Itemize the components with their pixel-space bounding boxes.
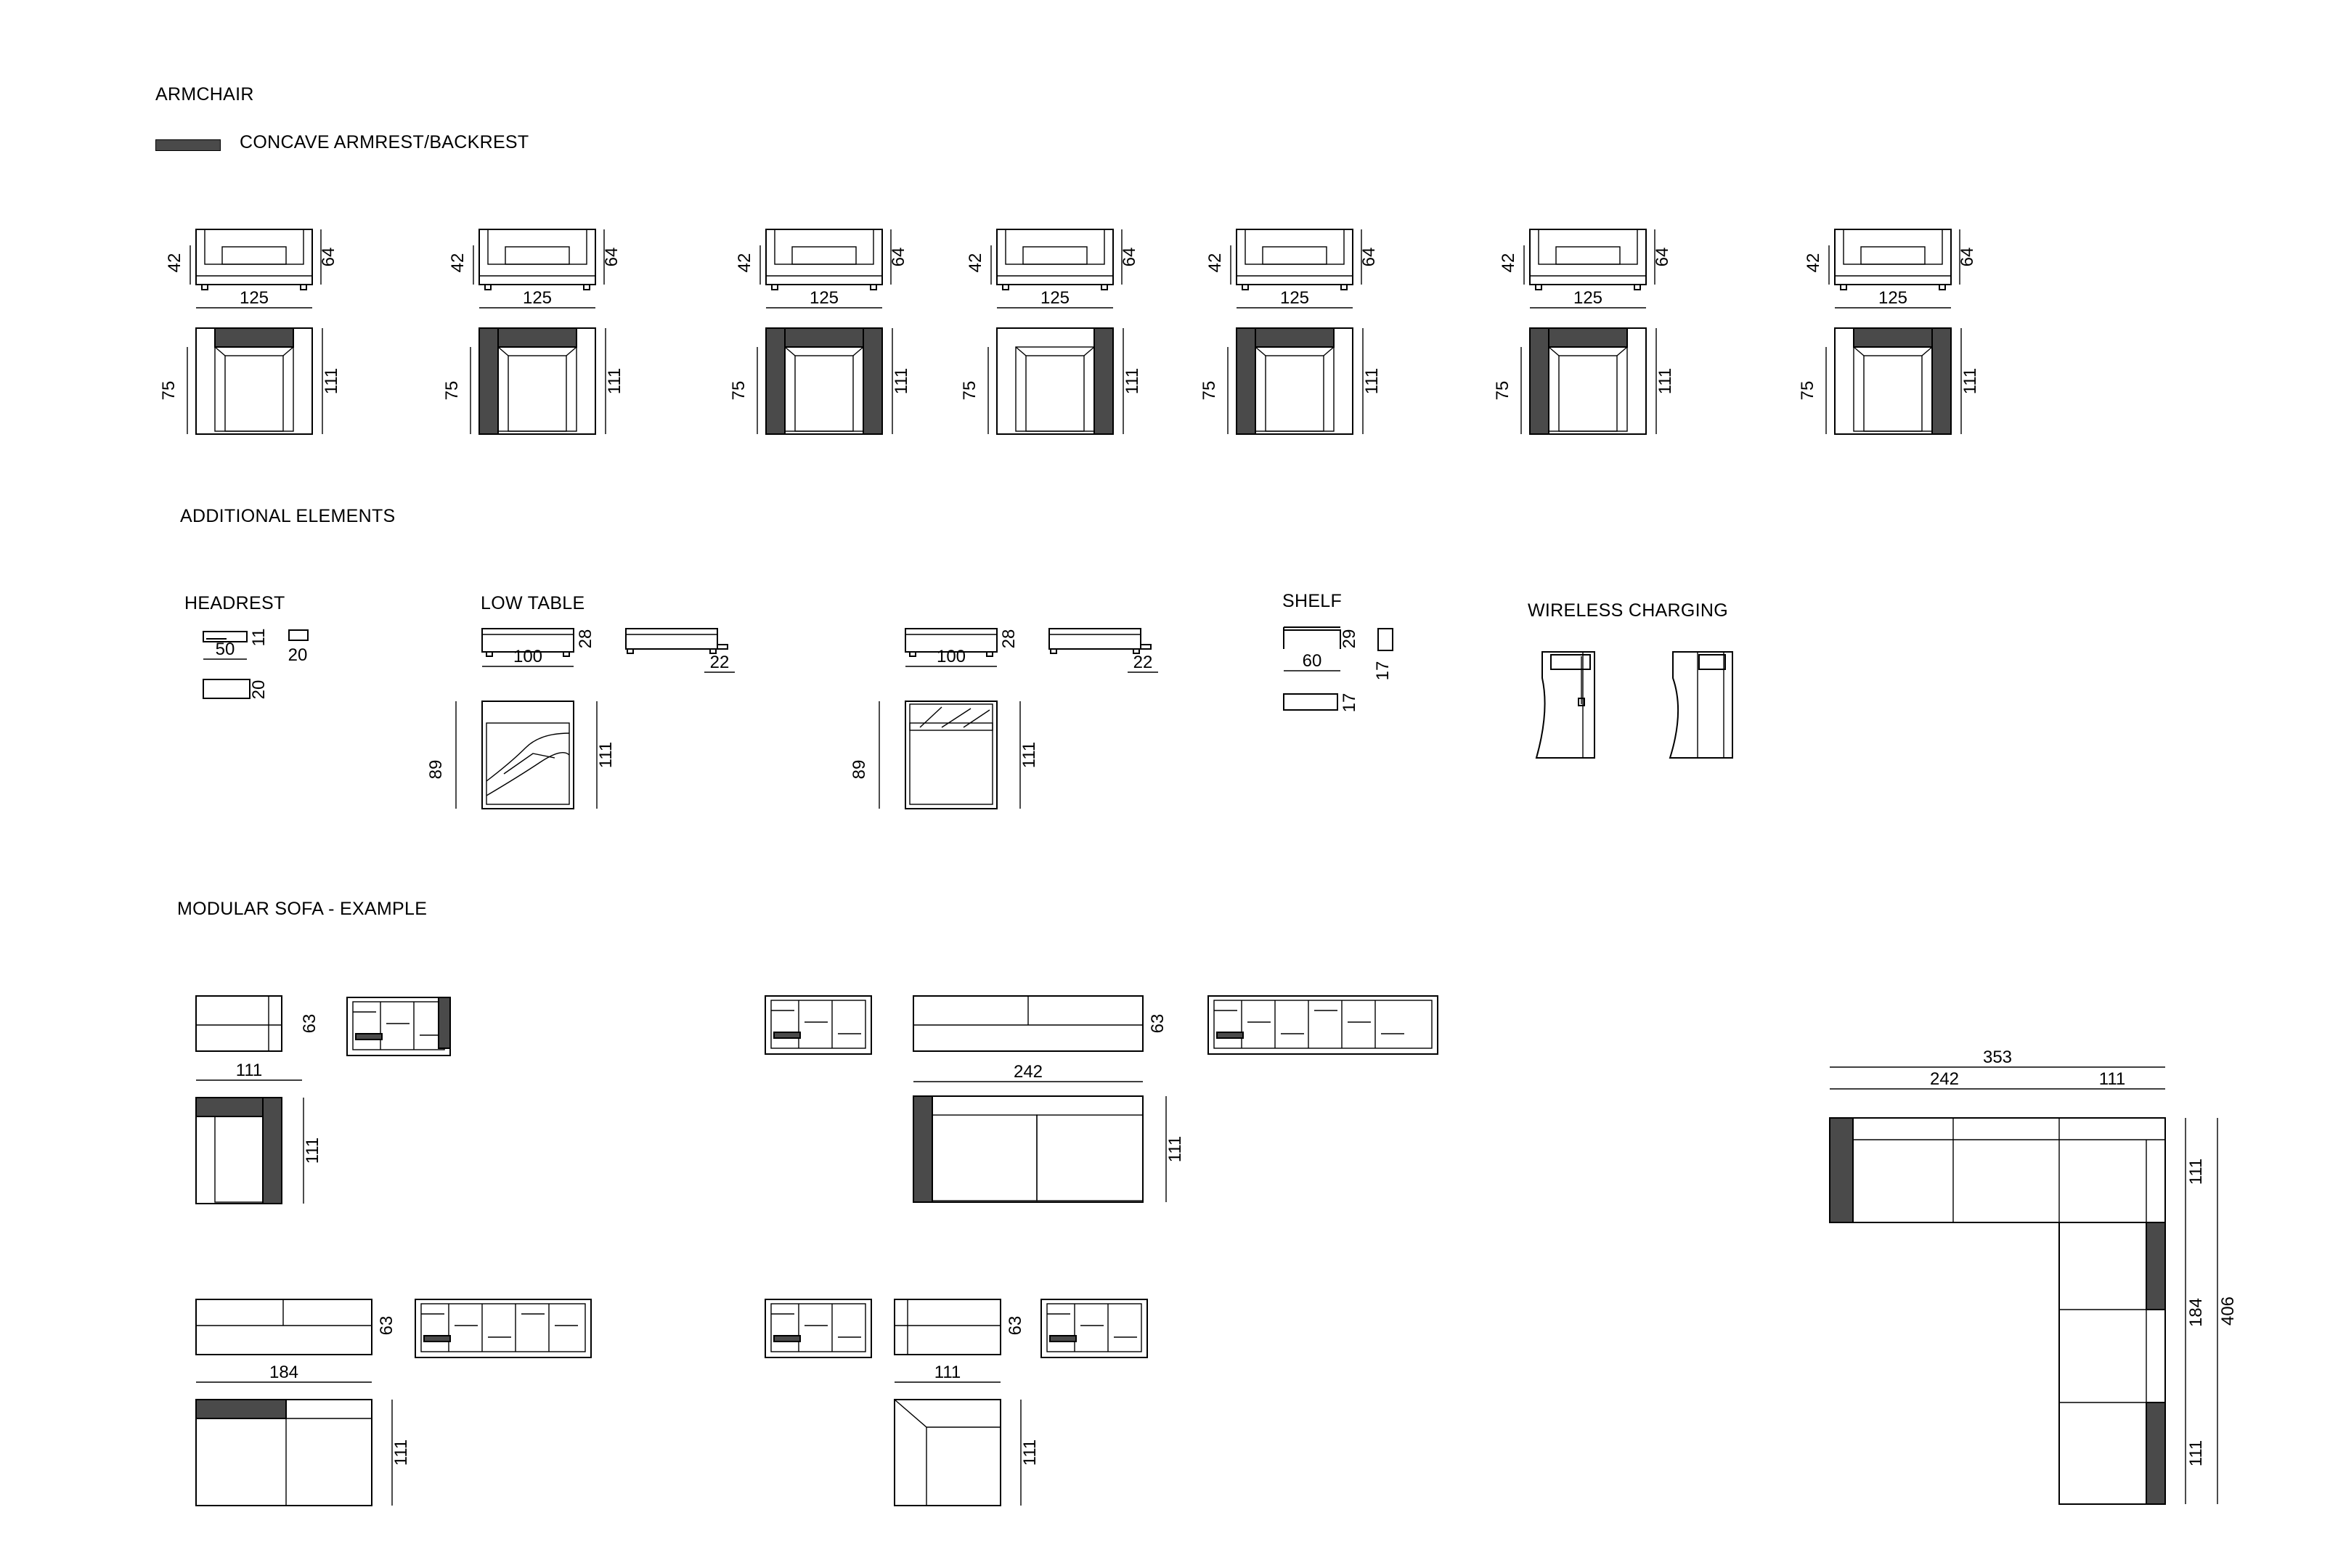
dimension-label: 42 — [165, 253, 184, 273]
dimension-label: 42 — [1804, 253, 1823, 273]
section-title-modular: MODULAR SOFA - EXAMPLE — [177, 899, 428, 919]
dimension-label: 42 — [966, 253, 985, 273]
wireless-charging-title: WIRELESS CHARGING — [1528, 600, 1728, 621]
dimension-label: 242 — [1930, 1069, 1959, 1089]
dimension-label: 50 — [216, 640, 235, 659]
dimension-label: 28 — [576, 629, 595, 649]
armchair-back-right: 64 42 125 111 75 — [1798, 229, 1980, 435]
dimension-label: 111 — [1123, 368, 1142, 394]
dimension-label: 64 — [889, 248, 908, 267]
dimension-label: 20 — [288, 645, 308, 665]
dimension-label: 111 — [2099, 1069, 2125, 1089]
low-table-b: 28 100 22 111 89 — [850, 628, 1158, 809]
modular-corner-module: 63 111 111 — [195, 995, 451, 1204]
dimension-label: 75 — [1798, 381, 1817, 401]
legend-label: CONCAVE ARMREST/BACKREST — [240, 132, 529, 152]
dimension-label: 63 — [300, 1014, 319, 1034]
concave-legend-swatch — [155, 139, 221, 151]
dimension-label: 111 — [322, 368, 341, 394]
dimension-label: 75 — [442, 381, 462, 401]
dimension-label: 125 — [523, 288, 552, 308]
dimension-label: 63 — [1006, 1316, 1025, 1336]
headrest-title: HEADREST — [184, 593, 285, 613]
dimension-label: 75 — [960, 381, 979, 401]
dimension-label: 111 — [605, 368, 624, 394]
dimension-label: 111 — [1960, 368, 1980, 394]
dimension-label: 184 — [2186, 1298, 2206, 1327]
armchair-back-only: 64 42 125 111 75 — [159, 229, 341, 435]
low-table-a: 28 100 22 111 89 — [426, 628, 735, 809]
armchair-left-back-short: 64 42 125 111 75 — [1493, 229, 1675, 435]
dimension-label: 125 — [1573, 288, 1602, 308]
dimension-label: 29 — [1340, 629, 1359, 649]
dimension-label: 42 — [1499, 253, 1518, 273]
dimension-label: 42 — [448, 253, 468, 273]
dimension-label: 242 — [1014, 1062, 1043, 1082]
dimension-label: 17 — [1373, 661, 1393, 681]
armchair-three-sides: 64 42 125 111 75 — [729, 229, 911, 435]
armchair-back-left-b: 64 42 125 111 75 — [1199, 229, 1382, 435]
dimension-label: 89 — [426, 760, 446, 780]
dimension-label: 64 — [1958, 248, 1977, 267]
section-title-armchair: ARMCHAIR — [155, 84, 254, 105]
dimension-label: 111 — [1362, 368, 1382, 394]
dimension-label: 11 — [249, 629, 269, 647]
dimension-label: 111 — [2186, 1440, 2206, 1466]
wireless-charging-drawing — [1535, 651, 1733, 759]
dimension-label: 125 — [810, 288, 839, 308]
low-table-title: LOW TABLE — [481, 593, 585, 613]
dimension-label: 111 — [2186, 1159, 2206, 1185]
section-title-additional: ADDITIONAL ELEMENTS — [180, 506, 396, 526]
dimension-label: 60 — [1303, 651, 1322, 671]
dimension-label: 64 — [1359, 248, 1379, 267]
dimension-label: 75 — [729, 381, 749, 401]
dimension-label: 64 — [1120, 248, 1139, 267]
dimension-label: 406 — [2218, 1297, 2238, 1326]
shelf-title: SHELF — [1282, 591, 1343, 611]
modular-sofa-184: 63 184 111 — [195, 1299, 592, 1506]
dimension-label: 20 — [249, 680, 269, 700]
dimension-label: 111 — [236, 1061, 262, 1080]
dimension-label: 111 — [934, 1363, 961, 1382]
dimension-label: 184 — [269, 1363, 298, 1382]
dimension-label: 125 — [1878, 288, 1907, 308]
dimension-label: 100 — [937, 647, 966, 666]
dimension-label: 75 — [1493, 381, 1512, 401]
dimension-label: 125 — [1040, 288, 1070, 308]
armchair-right-only: 64 42 125 111 75 — [960, 229, 1142, 435]
dimension-label: 42 — [1205, 253, 1225, 273]
dimension-label: 63 — [377, 1316, 396, 1336]
dimension-label: 64 — [1653, 248, 1672, 267]
dimension-label: 64 — [602, 248, 622, 267]
dimension-label: 63 — [1148, 1014, 1168, 1034]
dimension-label: 125 — [240, 288, 269, 308]
modular-l-shape-plan: 353 242 111 111 184 111 406 — [1829, 1048, 2238, 1505]
dimension-label: 75 — [159, 381, 179, 401]
dimension-label: 111 — [1019, 742, 1039, 768]
dimension-label: 353 — [1983, 1048, 2012, 1067]
dimension-label: 28 — [999, 629, 1019, 649]
headrest-drawing: 50 11 20 20 — [203, 629, 309, 700]
dimension-label: 125 — [1280, 288, 1309, 308]
dimension-label: 89 — [850, 760, 869, 780]
armchair-back-left: 64 42 125 111 75 — [442, 229, 624, 435]
shelf-drawing: 29 60 17 17 — [1283, 626, 1393, 713]
dimension-label: 111 — [1020, 1440, 1040, 1466]
modular-end-module: 63 111 111 — [765, 1299, 1148, 1506]
dimension-label: 17 — [1340, 693, 1359, 713]
dimension-label: 22 — [710, 653, 730, 672]
dimension-label: 111 — [1165, 1136, 1185, 1162]
dimension-label: 64 — [319, 248, 338, 267]
dimension-label: 42 — [735, 253, 754, 273]
dimension-label: 75 — [1199, 381, 1219, 401]
dimension-label: 100 — [513, 647, 542, 666]
dimension-label: 111 — [892, 368, 911, 394]
dimension-label: 111 — [391, 1440, 411, 1466]
modular-sofa-242: 63 242 111 — [765, 995, 1438, 1203]
dimension-label: 111 — [1655, 368, 1675, 394]
dimension-label: 111 — [303, 1138, 322, 1164]
dimension-label: 22 — [1133, 653, 1153, 672]
dimension-label: 111 — [596, 742, 616, 768]
